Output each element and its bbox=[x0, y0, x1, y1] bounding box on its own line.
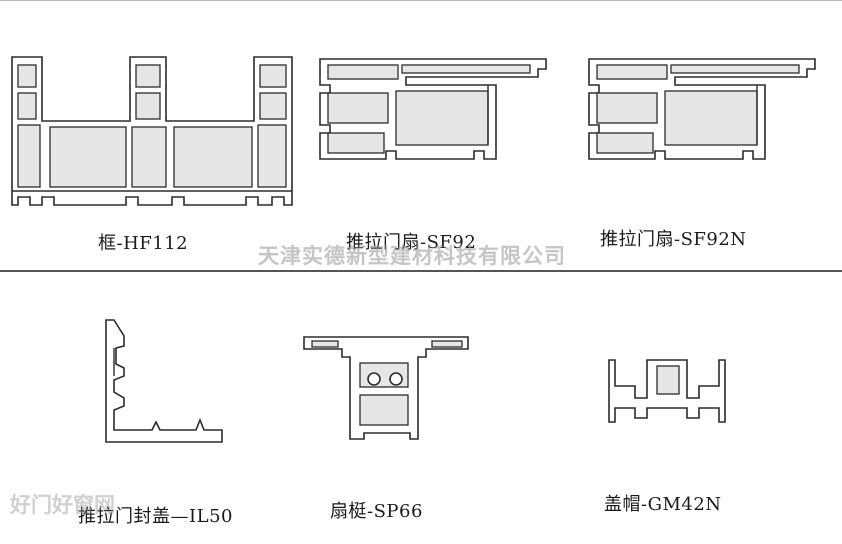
cap-gm42n-profile-drawing bbox=[605, 356, 735, 428]
section-divider bbox=[0, 270, 842, 272]
cover-il50-label: 推拉门封盖—IL50 bbox=[78, 506, 233, 527]
stile-sp66-label: 扇梃-SP66 bbox=[330, 501, 423, 522]
cover-il50-profile-drawing bbox=[100, 316, 230, 448]
company-watermark: 天津实德新型建材科技有限公司 bbox=[258, 244, 566, 268]
frame-hf112-label: 框-HF112 bbox=[98, 233, 189, 254]
sash-sf92n-profile-drawing bbox=[585, 55, 821, 165]
sash-sf92-profile-drawing bbox=[316, 55, 552, 165]
stile-sp66-profile-drawing bbox=[302, 335, 472, 447]
top-border bbox=[0, 0, 842, 1]
sash-sf92-label: 推拉门扇-SF92 bbox=[346, 232, 477, 253]
cap-gm42n-label: 盖帽-GM42N bbox=[604, 494, 722, 515]
site-watermark: 好门好窗网 bbox=[10, 493, 115, 517]
frame-hf112-profile-drawing bbox=[10, 55, 296, 210]
sash-sf92n-label: 推拉门扇-SF92N bbox=[600, 229, 747, 250]
